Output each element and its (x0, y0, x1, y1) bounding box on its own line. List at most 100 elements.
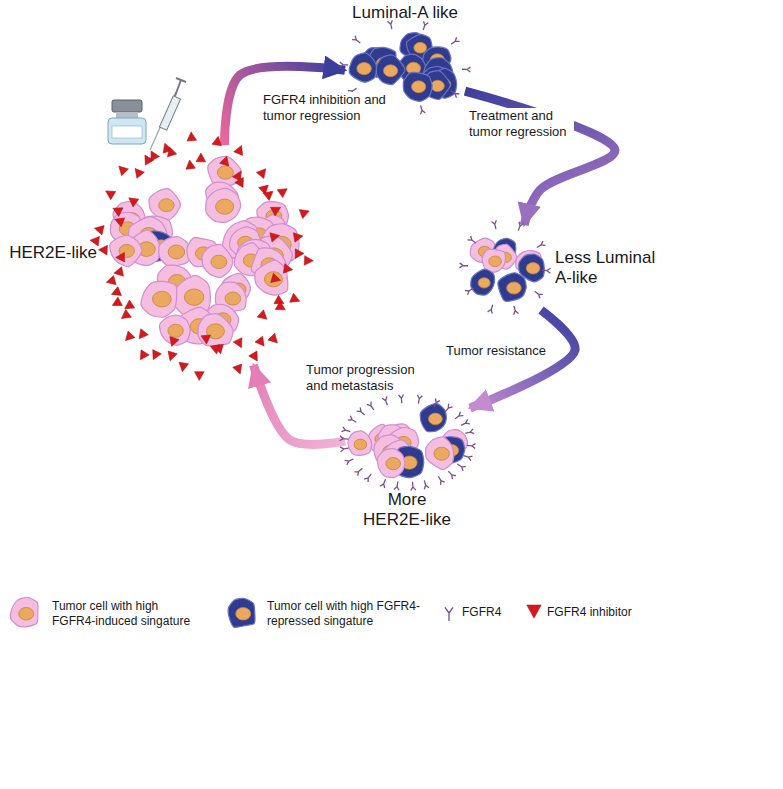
cell-nucleus (357, 62, 372, 74)
repressed-tumor-cell (471, 269, 495, 295)
syringe (150, 78, 186, 150)
fgfr4-inhibitor (122, 331, 135, 344)
fgfr4-inhibitor (111, 204, 123, 216)
fgfr4-inhibitor (249, 351, 262, 363)
fgfr4-inhibitor (290, 293, 302, 305)
fgfr4-inhibitor (255, 336, 268, 349)
fgfr4-receptor (488, 304, 496, 314)
state-label: Luminal-A like (325, 3, 485, 23)
induced-tumor-cell (141, 281, 177, 317)
fgfr4-receptor (352, 36, 362, 45)
fgfr4-inhibitor (212, 136, 223, 146)
arrow-label: Tumor progression and metastasis (305, 362, 432, 394)
fgfr4-receptor (462, 67, 471, 72)
drug-vial (108, 100, 146, 144)
fgfr4-receptor (382, 396, 390, 406)
cycle-arrow (465, 91, 615, 225)
fgfr4-inhibitor (147, 149, 160, 161)
fgfr4-inhibitor (271, 273, 282, 285)
fgfr4-inhibitor (186, 132, 196, 142)
fgfr4-inhibitor (110, 297, 122, 310)
tumor-state: HER2E-like (100, 145, 300, 365)
fgfr4-inhibitor (210, 345, 221, 355)
induced-tumor-cell (198, 314, 233, 346)
legend-swatch (8, 595, 48, 635)
induced-tumor-cell (110, 235, 142, 266)
cell-nucleus (507, 282, 522, 294)
induced-tumor-cell (255, 260, 288, 295)
fgfr4-receptor (450, 89, 460, 98)
fgfr4-inhibitor (271, 203, 283, 216)
cell-nucleus (478, 278, 490, 288)
fgfr4-inhibitor (196, 153, 206, 162)
fgfr4-inhibitor (165, 351, 177, 362)
induced-tumor-cell (10, 597, 38, 626)
legend-swatch (225, 595, 263, 635)
fgfr4-inhibitor (527, 605, 541, 618)
induced-tumor-cell (348, 431, 372, 455)
cluster-drawing (345, 400, 470, 485)
fgfr4-receptor (516, 222, 524, 232)
state-label: Less Luminal A-like (555, 248, 675, 288)
cell-nucleus (414, 42, 427, 53)
fgfr4-inhibitor (304, 256, 313, 266)
legend-swatch (525, 595, 543, 635)
fgfr4-receptor (418, 105, 425, 115)
fgfr4-inhibitor (165, 146, 177, 157)
fgfr4-inhibitor (283, 264, 293, 275)
legend-swatch (440, 595, 458, 635)
fgfr4-receptor (447, 469, 456, 479)
fgfr4-inhibitor (263, 187, 276, 200)
legend-label: Tumor cell with high FGFR4-induced singa… (52, 599, 202, 629)
fgfr4-receptor (422, 480, 429, 490)
tumor-state: More HER2E-like (345, 400, 470, 485)
fgfr4-inhibitor (116, 252, 125, 262)
fgfr4-inhibitor (293, 231, 303, 242)
legend-label: Tumor cell with high FGFR4-repressed sin… (267, 599, 429, 629)
fgfr4-inhibitor (185, 159, 196, 169)
fgfr4-receptor (410, 482, 416, 491)
fgfr4-receptor (512, 305, 519, 314)
tumor-cluster (89, 132, 313, 381)
cell-nucleus (216, 199, 234, 214)
fgfr4-receptor (460, 419, 470, 427)
fgfr4-inhibitor (270, 231, 281, 242)
cell-nucleus (412, 81, 426, 93)
fgfr4-inhibitor (233, 364, 245, 376)
fgfr4-inhibitor (93, 224, 104, 235)
cell-nucleus (236, 607, 251, 620)
fgfr4-inhibitor (103, 187, 116, 200)
fgfr4-inhibitor (149, 350, 161, 362)
fgfr4-inhibitor (131, 165, 144, 178)
fgfr4-receptor (357, 407, 367, 416)
arrow-label: Tumor resistance (445, 343, 559, 359)
legend-entry: FGFR4 inhibitor (525, 595, 657, 635)
fgfr4-receptor (364, 472, 373, 482)
legend-label: FGFR4 (462, 605, 522, 620)
fgfr4-receptor (468, 236, 478, 245)
induced-tumor-cell (426, 437, 454, 470)
fgfr4-inhibitor (167, 337, 179, 348)
fgfr4-inhibitor (277, 185, 290, 198)
fgfr4-receptor (340, 436, 349, 442)
arrow-label: Treatment and tumor regression (468, 108, 574, 140)
fgfr4-receptor (443, 404, 452, 414)
legend-label: FGFR4 inhibitor (547, 605, 657, 620)
cell-nucleus (383, 65, 397, 77)
fgfr4-receptor (348, 416, 358, 425)
cell-nucleus (168, 245, 185, 259)
cell-nucleus (159, 199, 174, 212)
state-label: HER2E-like (5, 243, 97, 263)
fgfr4-receptor (465, 429, 474, 436)
fgfr4-inhibitor (135, 329, 148, 342)
cell-nucleus (168, 324, 183, 337)
tumor-state: Less Luminal A-like (465, 225, 545, 310)
fgfr4-receptor (341, 427, 351, 434)
fgfr4-inhibitor (178, 362, 189, 372)
fgfr4-receptor (432, 398, 440, 408)
fgfr4-inhibitor (256, 166, 269, 179)
fgfr4-receptor (367, 402, 376, 412)
fgfr4-receptor (399, 394, 405, 403)
cell-nucleus (264, 272, 282, 287)
fgfr4-receptor (536, 241, 546, 250)
